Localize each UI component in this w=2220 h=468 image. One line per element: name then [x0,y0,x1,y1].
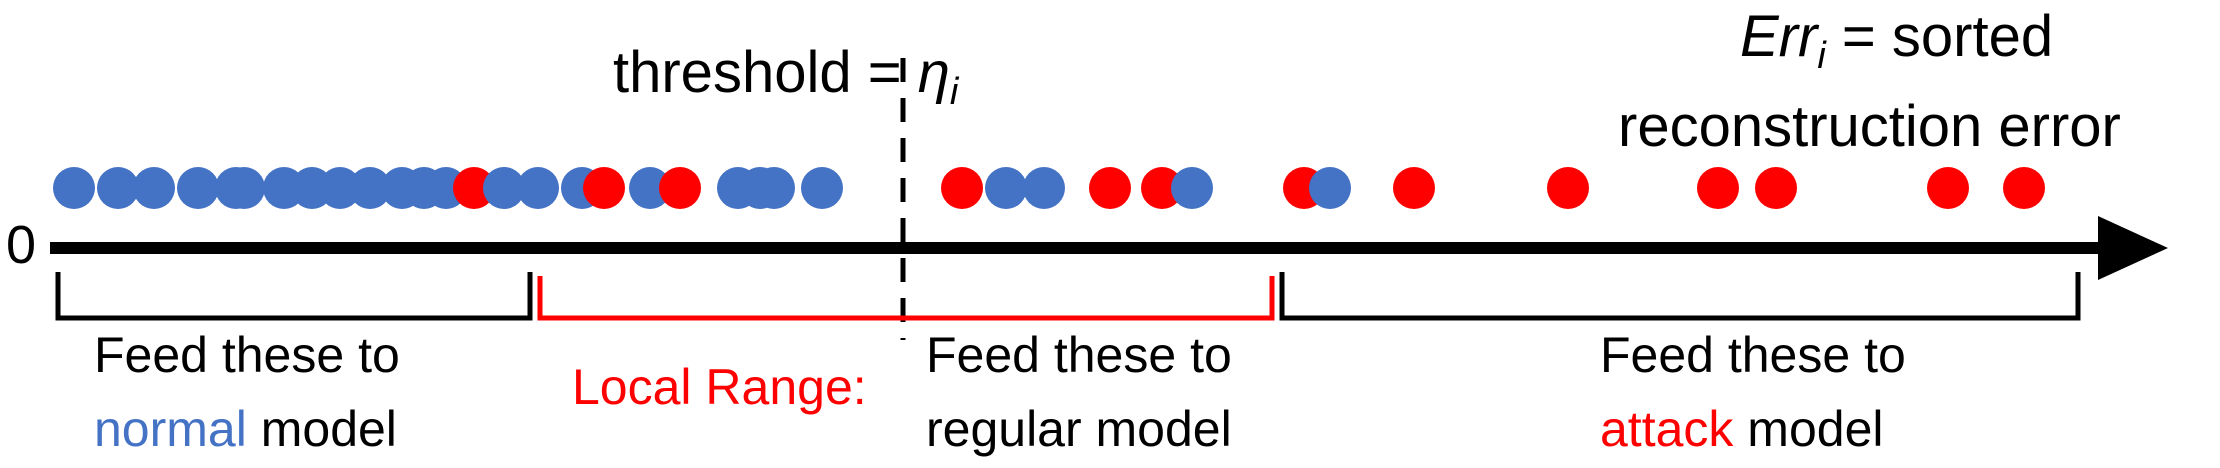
normal-text-line2: normal model [94,401,397,457]
attack-point [1393,167,1435,209]
attack-point [2003,167,2045,209]
err-label-line2: reconstruction error [1618,94,2121,159]
normal-point [1309,167,1351,209]
attack-point [453,167,495,209]
normal-point [753,167,795,209]
normal-point [801,167,843,209]
local-range-bracket [537,276,1275,321]
attack-point [1547,167,1589,209]
attack-text-line1: Feed these to [1600,327,1906,383]
error-points [53,167,2045,209]
axis-arrowhead [2098,216,2168,280]
normal-point [629,167,671,209]
attack-range-bracket [1279,272,2081,321]
attack-point [583,167,625,209]
attack-point [1755,167,1797,209]
normal-point [133,167,175,209]
normal-point [319,167,361,209]
normal-point [97,167,139,209]
regular-text-line1: Feed these to [926,327,1232,383]
attack-point [1927,167,1969,209]
local-range-label: Local Range: [572,359,867,415]
attack-text-line2: attack model [1600,401,1883,457]
err-label-line1: Erri = sorted [1740,4,2053,77]
axis-origin-label: 0 [6,215,36,275]
attack-point [1141,167,1183,209]
attack-point [659,167,701,209]
attack-point [1697,167,1739,209]
attack-point [1089,167,1131,209]
normal-range-bracket [55,272,533,321]
normal-point [517,167,559,209]
normal-point [483,167,525,209]
normal-point [223,167,265,209]
normal-point [1171,167,1213,209]
normal-point [985,167,1027,209]
normal-point [1023,167,1065,209]
threshold-label: threshold = ηi [613,40,960,113]
regular-text-line2: regular model [926,401,1232,457]
normal-point [177,167,219,209]
normal-point [349,167,391,209]
attack-point [941,167,983,209]
normal-text-line1: Feed these to [94,327,400,383]
normal-point [53,167,95,209]
